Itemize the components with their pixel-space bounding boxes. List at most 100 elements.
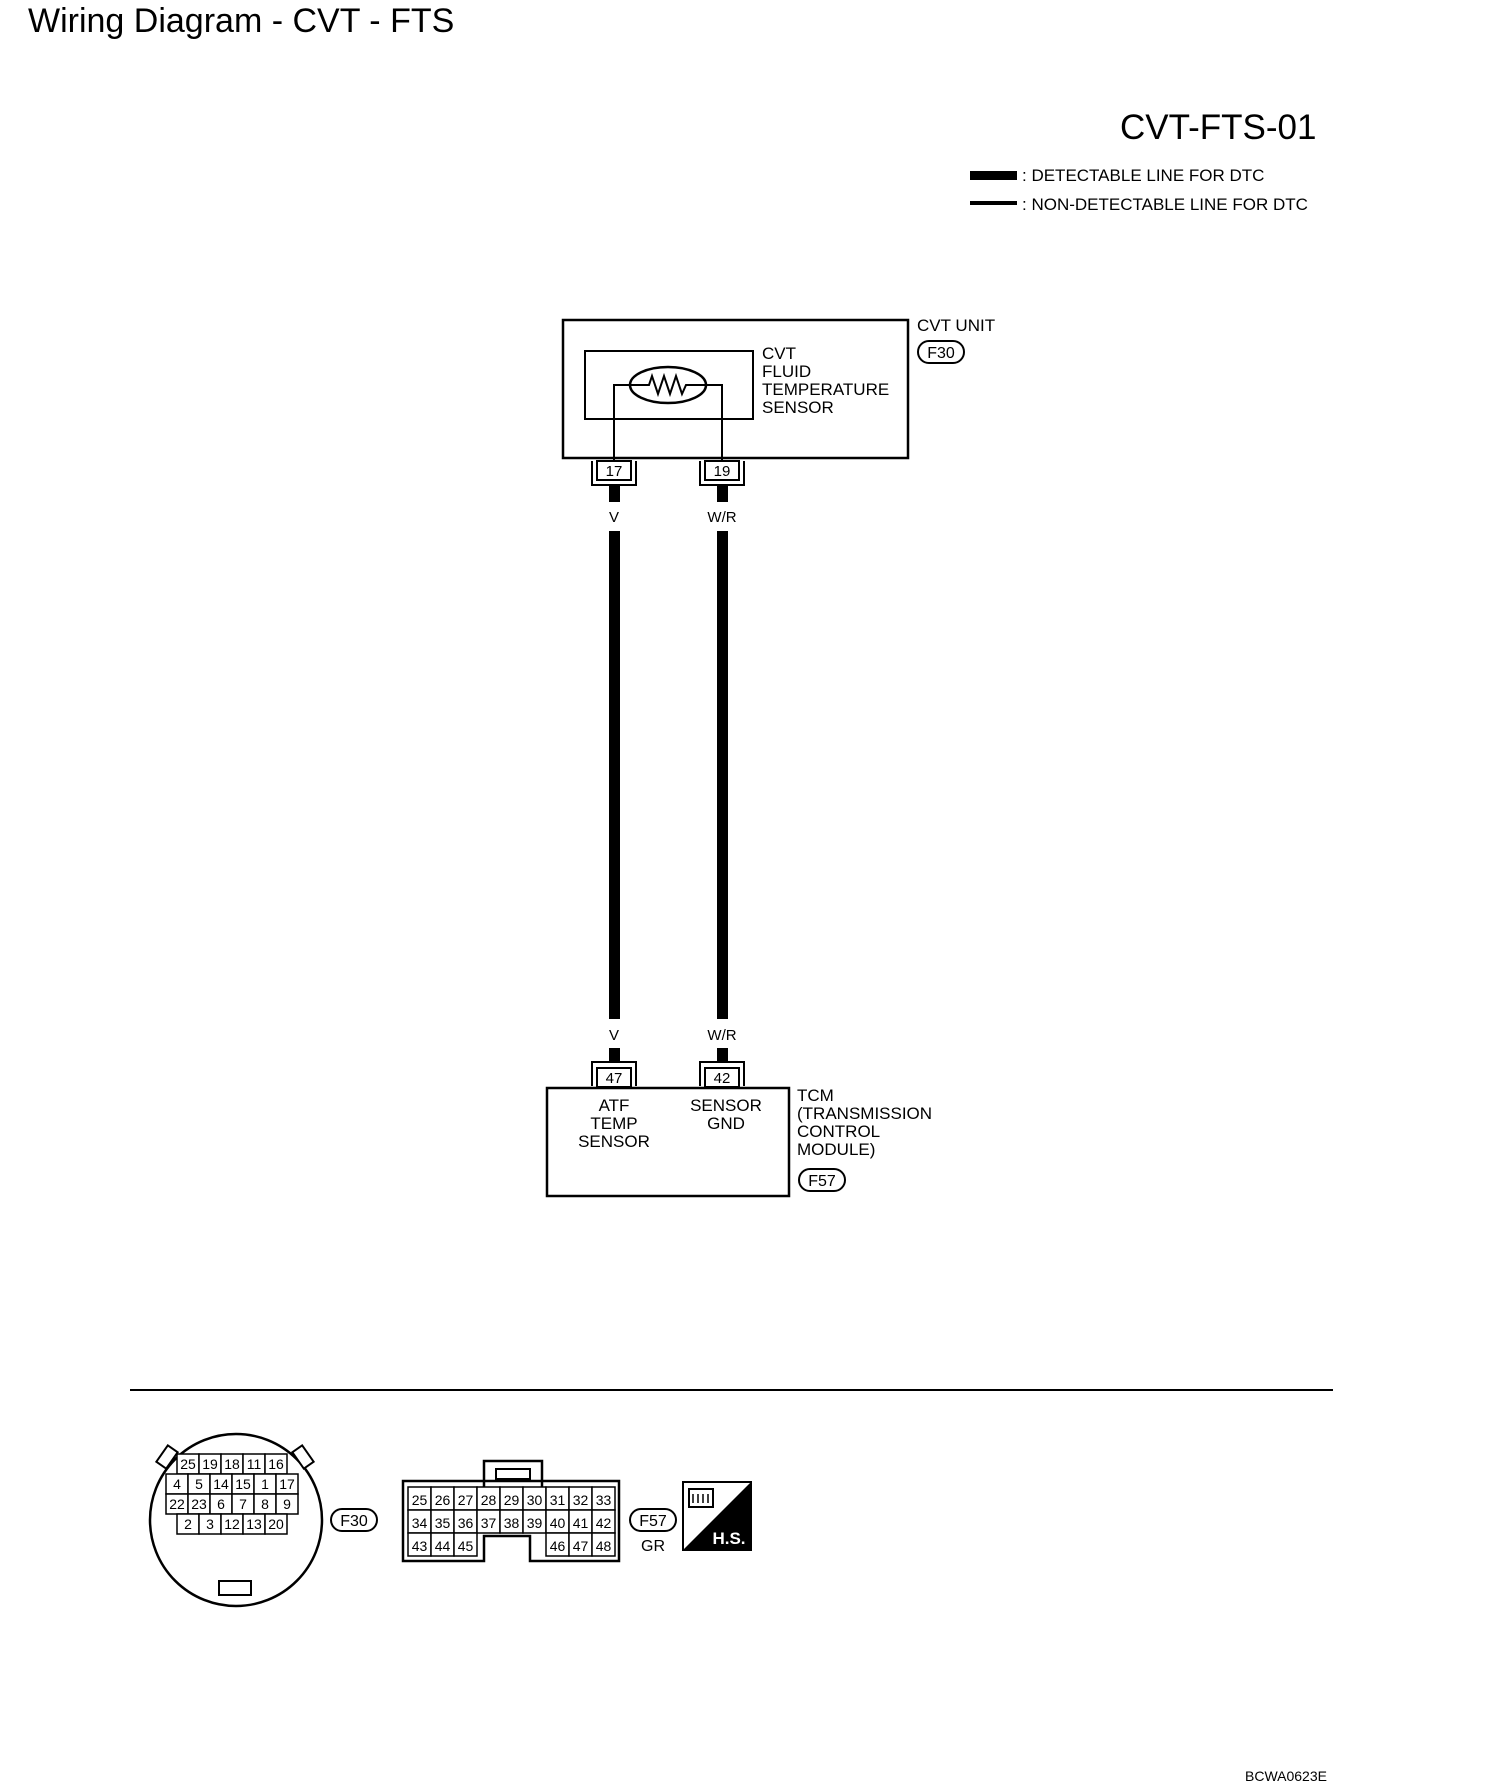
f57-connector-color: GR bbox=[641, 1538, 665, 1555]
f30-pin-1-label: 1 bbox=[261, 1476, 269, 1492]
f30-pin-18-label: 18 bbox=[224, 1456, 240, 1472]
f57-pin-43-label: 43 bbox=[412, 1538, 428, 1554]
tcm-box bbox=[545, 1086, 791, 1198]
cvt-unit-name: CVT UNIT bbox=[917, 316, 995, 335]
sensor-label-line-2: FLUID bbox=[762, 362, 811, 381]
thermistor-icon bbox=[628, 365, 708, 405]
tcm-connector-badge bbox=[798, 1168, 846, 1192]
f57-pin-45-label: 45 bbox=[458, 1538, 474, 1554]
sensor-label-line-1: CVT bbox=[762, 344, 796, 363]
f57-pin-29-label: 29 bbox=[504, 1492, 520, 1508]
cvt-connector-badge bbox=[917, 340, 965, 364]
cvt-terminal-19: 19 bbox=[699, 460, 745, 486]
f30-pin-15-label: 15 bbox=[235, 1476, 251, 1492]
diagram-code: CVT-FTS-01 bbox=[1120, 108, 1317, 147]
tcm-name-line-4: MODULE) bbox=[797, 1140, 875, 1159]
wire-wr: W/R W/R bbox=[707, 485, 737, 1062]
cvt-unit-box bbox=[561, 318, 910, 460]
f30-pin-6-label: 6 bbox=[217, 1496, 225, 1512]
wire-wr-label-top: W/R bbox=[707, 509, 736, 526]
f30-pin-8-label: 8 bbox=[261, 1496, 269, 1512]
f57-pin-33-label: 33 bbox=[596, 1492, 612, 1508]
f57-pin-45 bbox=[453, 1532, 478, 1557]
f57-pin-48 bbox=[591, 1532, 616, 1557]
f30-pin-25-label: 25 bbox=[180, 1456, 196, 1472]
f57-pin-26-label: 26 bbox=[435, 1492, 451, 1508]
tcm-terminal-42: 42 bbox=[699, 1061, 745, 1088]
tcm-name-line-1: TCM bbox=[797, 1086, 834, 1105]
tcm-pin42-label-2: GND bbox=[707, 1114, 745, 1133]
f57-pin-46-label: 46 bbox=[550, 1538, 566, 1554]
legend-nondetectable-text: : NON-DETECTABLE LINE FOR DTC bbox=[1022, 195, 1308, 214]
f30-pin-7-label: 7 bbox=[239, 1496, 247, 1512]
sensor-label-line-4: SENSOR bbox=[762, 398, 834, 417]
f30-pin-16-label: 16 bbox=[268, 1456, 284, 1472]
f57-pin-32-label: 32 bbox=[573, 1492, 589, 1508]
f57-pin-34-label: 34 bbox=[412, 1515, 428, 1531]
tcm-pin47-label-3: SENSOR bbox=[578, 1132, 650, 1151]
svg-text:42: 42 bbox=[714, 1070, 731, 1087]
f30-pin-20-label: 20 bbox=[268, 1516, 284, 1532]
f57-pin-31-label: 31 bbox=[550, 1492, 566, 1508]
tcm-name-line-2: (TRANSMISSION bbox=[797, 1104, 932, 1123]
wire-v-label-top: V bbox=[609, 509, 619, 526]
f57-pin-44-label: 44 bbox=[435, 1538, 451, 1554]
f30-pin-2-label: 2 bbox=[184, 1516, 192, 1532]
f57-pin-27-label: 27 bbox=[458, 1492, 474, 1508]
f57-pin-41-label: 41 bbox=[573, 1515, 589, 1531]
wire-v: V V bbox=[609, 485, 620, 1062]
figure-code: BCWA0623E bbox=[1245, 1768, 1327, 1784]
f30-pin-12-label: 12 bbox=[224, 1516, 240, 1532]
f30-connector-id: F30 bbox=[340, 1513, 368, 1530]
legend-nondetectable-line-icon bbox=[970, 201, 1017, 205]
f57-connector-badge bbox=[629, 1508, 677, 1532]
f30-pin-17-label: 17 bbox=[279, 1476, 295, 1492]
f30-pin-4-label: 4 bbox=[173, 1476, 181, 1492]
f57-pin-42-label: 42 bbox=[596, 1515, 612, 1531]
f57-pin-48-label: 48 bbox=[596, 1538, 612, 1554]
page-title: Wiring Diagram - CVT - FTS bbox=[28, 2, 455, 40]
f57-pin-36-label: 36 bbox=[458, 1515, 474, 1531]
sensor-label-line-3: TEMPERATURE bbox=[762, 380, 889, 399]
f30-connector-badge bbox=[330, 1508, 378, 1532]
f57-pin-25-label: 25 bbox=[412, 1492, 428, 1508]
f30-pin-23-label: 23 bbox=[191, 1496, 207, 1512]
f57-pin-47-label: 47 bbox=[573, 1538, 589, 1554]
legend-detectable-line-icon bbox=[970, 171, 1017, 180]
f30-pin-20 bbox=[264, 1513, 288, 1535]
svg-text:19: 19 bbox=[714, 463, 731, 480]
f57-pin-38-label: 38 bbox=[504, 1515, 520, 1531]
f30-pin-3-label: 3 bbox=[206, 1516, 214, 1532]
wire-v-label-bottom: V bbox=[609, 1027, 619, 1044]
svg-text:17: 17 bbox=[606, 463, 623, 480]
f30-pin-19-label: 19 bbox=[202, 1456, 218, 1472]
f30-pin-13-label: 13 bbox=[246, 1516, 262, 1532]
f57-pin-39-label: 39 bbox=[527, 1515, 543, 1531]
tcm-connector-id: F57 bbox=[808, 1173, 836, 1190]
svg-text:47: 47 bbox=[606, 1070, 623, 1087]
tcm: ATF TEMP SENSOR SENSOR GND TCM (TRANSMIS… bbox=[545, 1086, 932, 1198]
connector-icon bbox=[688, 1488, 714, 1508]
tcm-terminal-47: 47 bbox=[591, 1061, 637, 1088]
hs-badge: H.S. bbox=[682, 1481, 752, 1551]
tcm-pin47-label-2: TEMP bbox=[590, 1114, 637, 1133]
f57-pin-35-label: 35 bbox=[435, 1515, 451, 1531]
f57-pin-30-label: 30 bbox=[527, 1492, 543, 1508]
legend-detectable-text: : DETECTABLE LINE FOR DTC bbox=[1022, 166, 1265, 185]
f30-pin-14-label: 14 bbox=[213, 1476, 229, 1492]
f30-pin-11-label: 11 bbox=[247, 1456, 262, 1472]
f30-pin-9-label: 9 bbox=[283, 1496, 291, 1512]
wire-wr-label-bottom: W/R bbox=[707, 1027, 736, 1044]
f57-pin-40-label: 40 bbox=[550, 1515, 566, 1531]
f57-pin-28-label: 28 bbox=[481, 1492, 497, 1508]
tcm-pin42-label-1: SENSOR bbox=[690, 1096, 762, 1115]
tcm-pin47-label-1: ATF bbox=[599, 1096, 630, 1115]
f30-pin-22-label: 22 bbox=[169, 1496, 185, 1512]
sensor-box bbox=[584, 350, 754, 420]
tcm-name-line-3: CONTROL bbox=[797, 1122, 880, 1141]
cvt-terminal-17: 17 bbox=[591, 460, 637, 486]
